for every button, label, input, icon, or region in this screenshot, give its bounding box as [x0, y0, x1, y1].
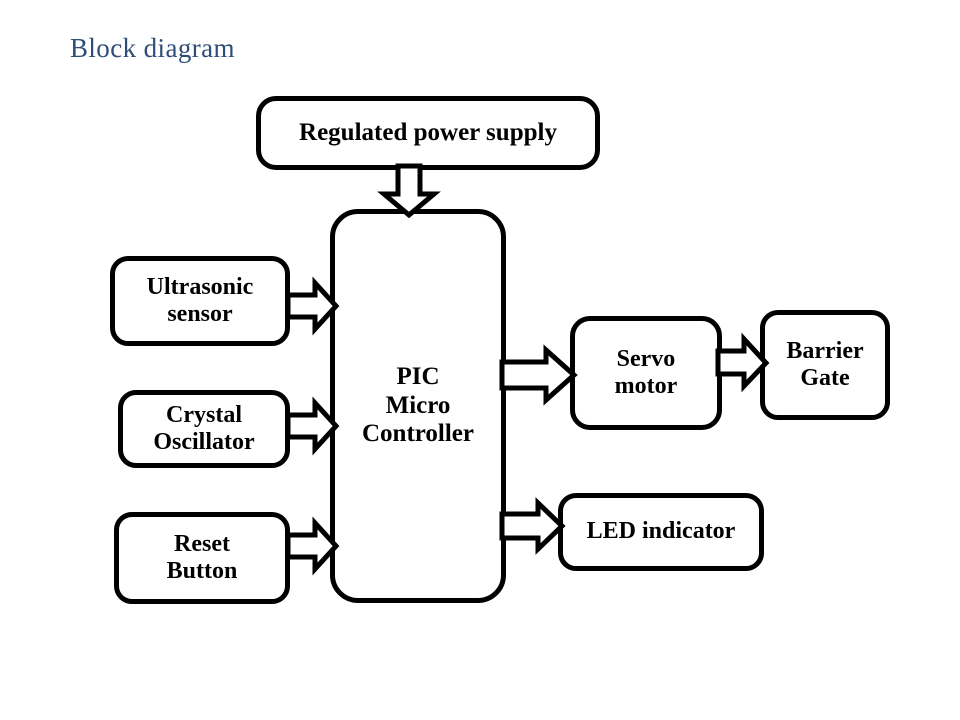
arrow-servo-to-barrier	[715, 332, 770, 393]
block-regulated-power-supply[interactable]: Regulated power supply	[256, 96, 600, 170]
block-barrier-gate[interactable]: Barrier Gate	[760, 310, 890, 420]
block-label: PIC Micro Controller	[361, 363, 474, 448]
arrow-mcu-to-led	[499, 497, 566, 555]
block-ultrasonic-sensor[interactable]: Ultrasonic sensor	[110, 256, 290, 346]
page-title: Block diagram	[70, 33, 235, 63]
block-label: LED indicator	[586, 518, 736, 545]
block-label: Ultrasonic sensor	[146, 273, 254, 327]
arrow-crystal-to-mcu	[285, 396, 340, 456]
block-servo-motor[interactable]: Servo motor	[570, 316, 722, 430]
block-label: Regulated power supply	[299, 118, 557, 146]
block-label: Crystal Oscillator	[153, 401, 255, 455]
block-reset-button[interactable]: Reset Button	[114, 512, 290, 604]
arrow-reset-to-mcu	[285, 516, 340, 576]
arrow-mcu-to-servo	[499, 344, 578, 406]
block-label: Reset Button	[166, 530, 238, 584]
block-led-indicator[interactable]: LED indicator	[558, 493, 764, 571]
block-crystal-oscillator[interactable]: Crystal Oscillator	[118, 390, 290, 468]
block-label: Servo motor	[614, 345, 678, 399]
arrow-psu-to-mcu	[377, 163, 441, 219]
block-label: Barrier Gate	[786, 337, 864, 391]
block-pic-microcontroller[interactable]: PIC Micro Controller	[330, 209, 506, 603]
arrow-ultrasonic-to-mcu	[285, 276, 340, 336]
